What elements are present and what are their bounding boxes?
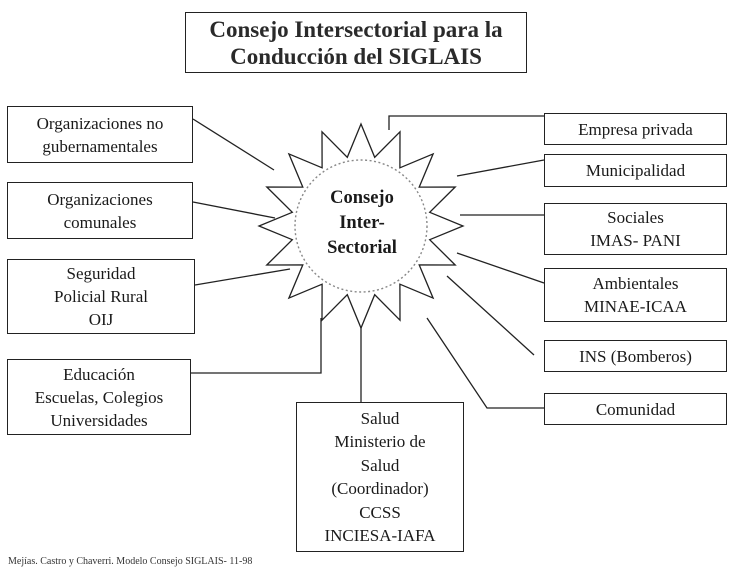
node-text: Empresa privada — [578, 119, 693, 139]
node-text: Universidades — [50, 410, 148, 430]
node-text: Organizaciones no — [36, 113, 164, 133]
diagram-title: Consejo Intersectorial para la Conducció… — [185, 12, 527, 73]
node-empresa: Empresa privada — [544, 113, 727, 145]
node-text: Sociales — [607, 208, 664, 227]
title-line: Consejo Intersectorial para la — [209, 16, 503, 42]
node-text: Municipalidad — [585, 161, 686, 180]
node-text: INCIESA-IAFA — [324, 526, 436, 545]
node-text: Ministerio de — [334, 432, 426, 451]
node-seguridad: Seguridad Policial Rural OIJ — [7, 259, 195, 334]
node-educacion: Educación Escuelas, Colegios Universidad… — [7, 359, 191, 435]
connector-municipalidad — [456, 159, 545, 177]
node-text: INS (Bomberos) — [579, 346, 692, 366]
connector-ins — [446, 275, 535, 356]
sun-burst-icon — [257, 122, 465, 330]
sun-dotted-ring — [294, 159, 428, 293]
node-ong: Organizaciones no gubernamentales — [7, 106, 193, 163]
center-line: Consejo — [330, 188, 394, 208]
center-line: Sectorial — [327, 238, 397, 258]
node-text: Comunidad — [595, 399, 676, 419]
connector-comunales — [192, 201, 276, 219]
node-text: gubernamentales — [42, 136, 158, 156]
footer-citation: Mejías. Castro y Chaverri. Modelo Consej… — [8, 556, 253, 567]
connector-comunidad — [426, 317, 544, 409]
node-text: (Coordinador) — [331, 479, 429, 498]
node-text: Policial Rural — [54, 287, 148, 306]
node-ambientales: Ambientales MINAE-ICAA — [544, 268, 727, 322]
connector-educacion — [191, 318, 322, 374]
node-text: IMAS- PANI — [590, 231, 681, 250]
node-text: Organizaciones — [47, 189, 153, 209]
node-text: Escuelas, Colegios — [34, 387, 164, 407]
node-text: Salud — [360, 455, 400, 475]
node-sociales: Sociales IMAS- PANI — [544, 203, 727, 255]
node-text: OIJ — [88, 310, 114, 329]
node-comunidad: Comunidad — [544, 393, 727, 425]
node-comunales: Organizaciones comunales — [7, 182, 193, 239]
connector-empresa — [388, 115, 544, 130]
node-ins: INS (Bomberos) — [544, 340, 727, 372]
connector-ong — [192, 118, 275, 171]
center-line: Inter- — [339, 213, 385, 233]
node-text: Seguridad — [66, 264, 136, 283]
node-salud: Salud Ministerio de Salud (Coordinador) … — [296, 402, 464, 552]
node-text: Salud — [360, 408, 400, 428]
node-municipalidad: Municipalidad — [544, 154, 727, 187]
node-text: Educación — [63, 364, 135, 384]
node-text: Ambientales — [592, 274, 679, 293]
node-text: comunales — [63, 212, 137, 232]
connector-ambientales — [456, 252, 545, 284]
center-node-label: Consejo Inter- Sectorial — [296, 186, 428, 261]
node-text: CCSS — [359, 502, 401, 522]
title-line: Conducción del SIGLAIS — [230, 43, 482, 69]
node-text: MINAE-ICAA — [584, 297, 687, 316]
connector-seguridad — [194, 268, 291, 286]
